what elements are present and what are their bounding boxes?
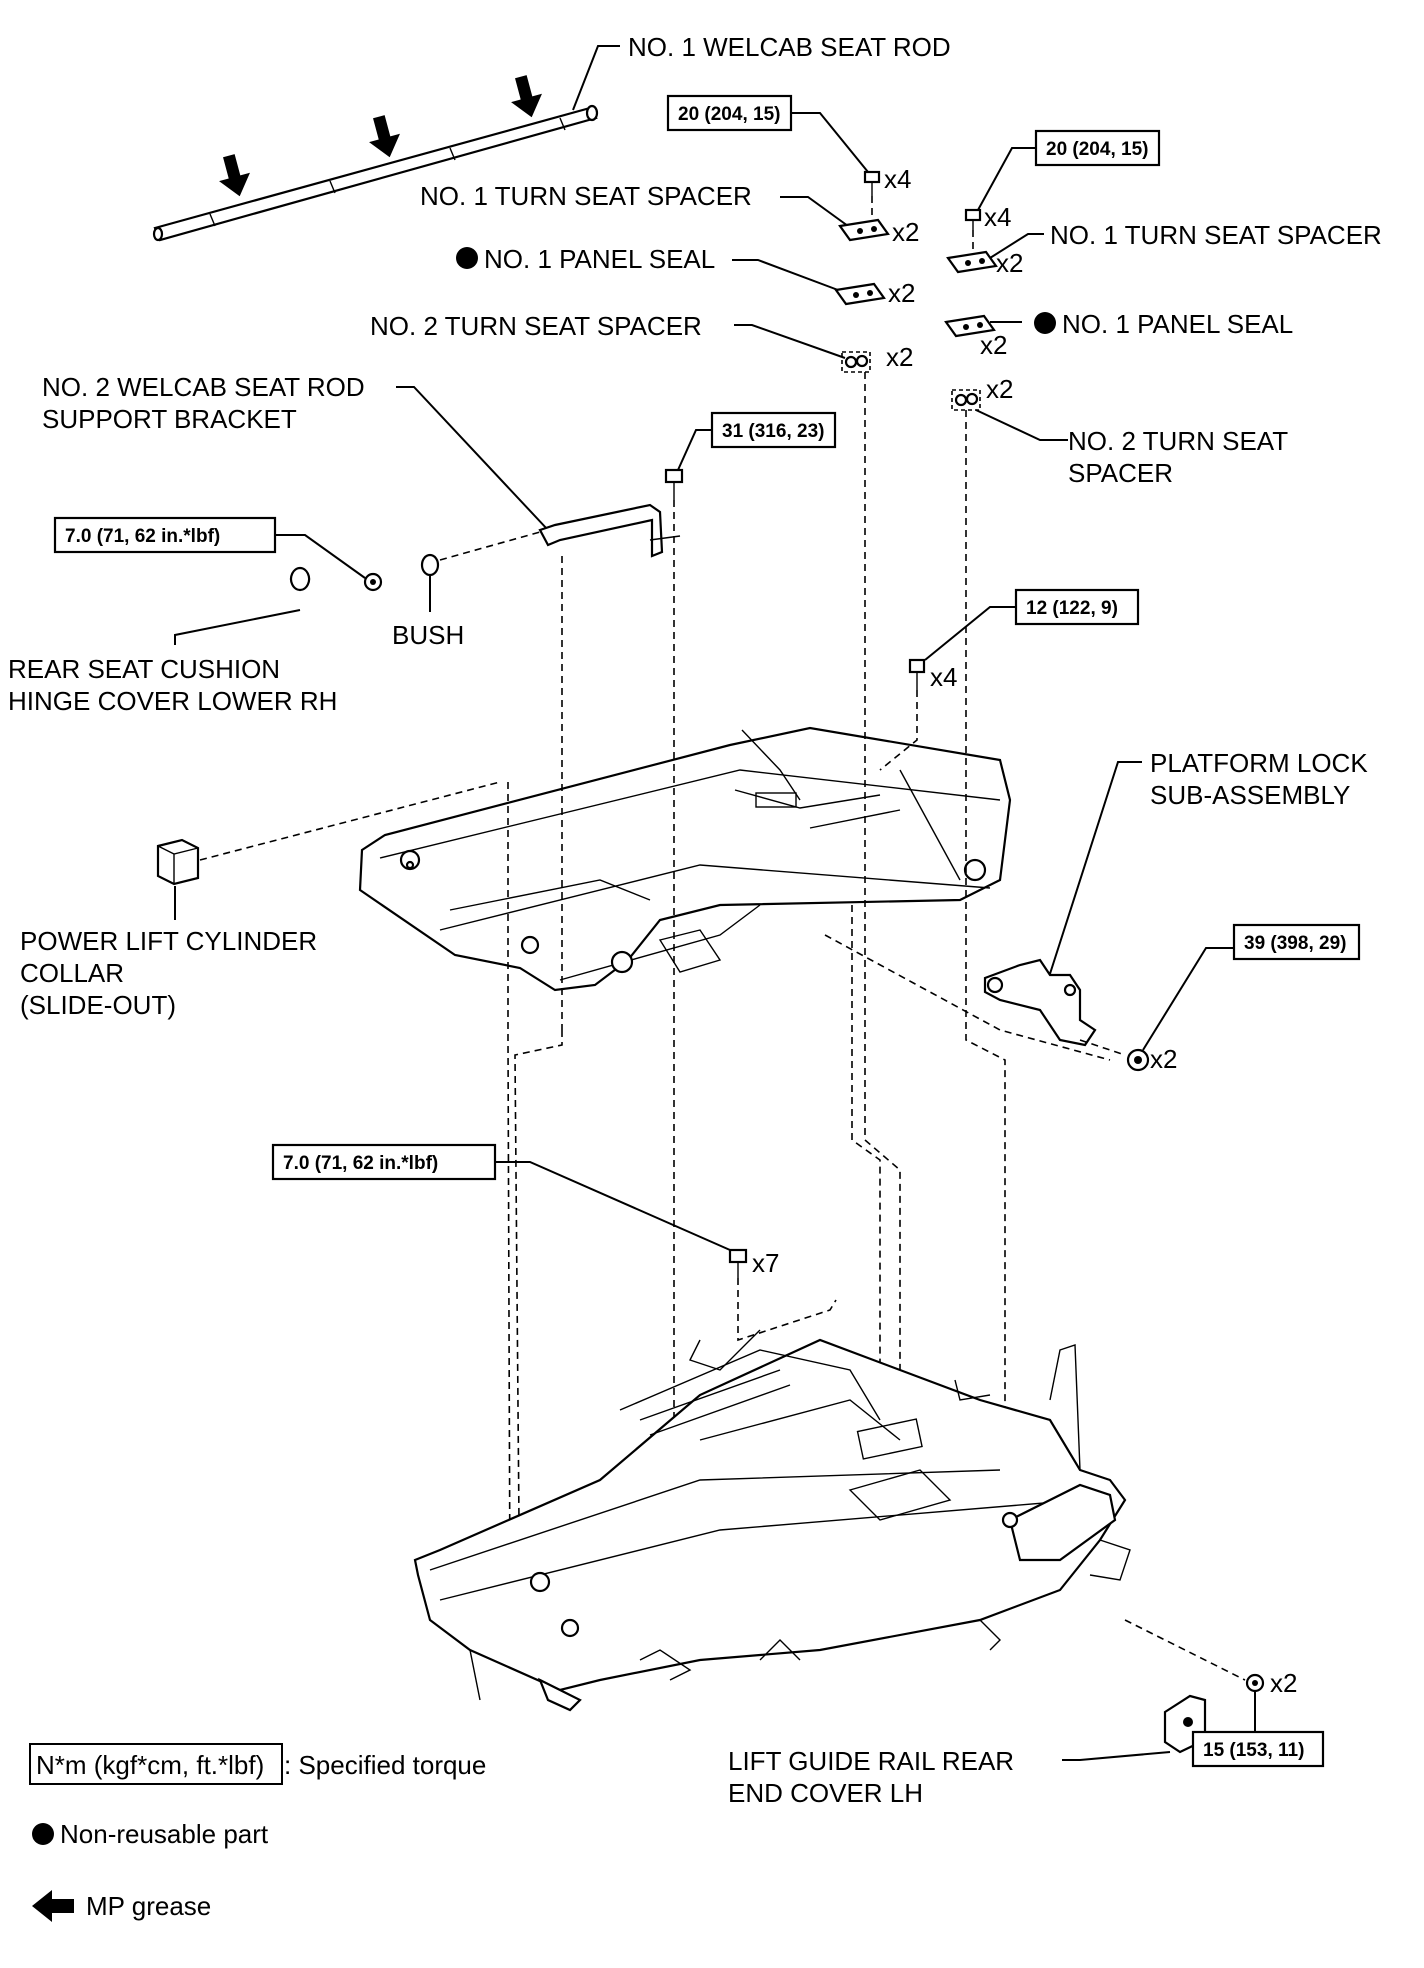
platform-lock-part — [983, 958, 1097, 1047]
bolt-icon — [664, 468, 684, 500]
turn-seat-spacer2-left — [841, 351, 871, 373]
torque-t1: 20 (204, 15) — [678, 104, 780, 125]
legend-grease: MP grease — [86, 1891, 211, 1921]
bolt-icon — [863, 170, 881, 196]
qty-spacer2-right: x2 — [986, 374, 1013, 404]
label-end-cover-1: LIFT GUIDE RAIL REAR — [728, 1746, 1014, 1776]
label-turn-spacer2-right-1: NO. 2 TURN SEAT — [1068, 426, 1288, 456]
label-turn-spacer2-left: NO. 2 TURN SEAT SPACER — [370, 311, 702, 341]
label-welcab-seat-rod: NO. 1 WELCAB SEAT ROD — [628, 32, 951, 62]
torque-t5: 12 (122, 9) — [1026, 598, 1118, 619]
torque-box-t6 — [1232, 923, 1361, 961]
label-rod-bracket-2: SUPPORT BRACKET — [42, 404, 297, 434]
qty-bolt-right-top: x4 — [984, 202, 1011, 232]
mp-grease-arrow-icon — [32, 1890, 74, 1922]
torque-t3: 31 (316, 23) — [722, 421, 824, 442]
bolt-icon — [964, 208, 982, 230]
hinge-cover-part — [289, 566, 311, 592]
mp-grease-arrow-icon — [219, 75, 542, 197]
legend-torque-box — [29, 1743, 283, 1785]
label-turn-spacer1-left: NO. 1 TURN SEAT SPACER — [420, 181, 752, 211]
torque-t6: 39 (398, 29) — [1244, 933, 1346, 954]
qty-seal-right: x2 — [980, 330, 1007, 360]
qty-bolt-left-top: x4 — [884, 164, 911, 194]
nonreusable-dot-icon — [32, 1823, 54, 1845]
rod-support-bracket — [538, 503, 681, 558]
label-panel-seal-right: NO. 1 PANEL SEAL — [1062, 309, 1293, 339]
nonreusable-dot-icon — [1034, 312, 1056, 334]
label-platform-lock-2: SUB-ASSEMBLY — [1150, 780, 1350, 810]
nut-icon — [363, 572, 383, 592]
torque-box-t5 — [1014, 588, 1140, 626]
label-collar-2: COLLAR — [20, 958, 124, 988]
torque-t7: 7.0 (71, 62 in.*lbf) — [283, 1153, 438, 1174]
qty-spacer1-right: x2 — [996, 248, 1023, 278]
legend-torque-text: : Specified torque — [284, 1750, 486, 1780]
turn-seat-spacer1-left — [838, 218, 890, 242]
turn-seat-spacer1-right — [946, 250, 998, 274]
lower-lift-frame — [413, 1329, 1131, 1712]
label-collar-1: POWER LIFT CYLINDER — [20, 926, 317, 956]
label-hinge-cover-2: HINGE COVER LOWER RH — [8, 686, 337, 716]
panel-seal-left — [834, 282, 886, 306]
label-turn-spacer1-right: NO. 1 TURN SEAT SPACER — [1050, 220, 1382, 250]
qty-bolt-15: x2 — [1270, 1668, 1297, 1698]
bolt-icon — [1126, 1048, 1150, 1072]
torque-box-t3 — [710, 411, 837, 449]
bolt-icon — [908, 658, 926, 690]
nonreusable-dot-icon — [456, 247, 478, 269]
welcab-seat-rod — [152, 104, 599, 242]
legend-torque-units: N*m (kgf*cm, ft.*lbf) — [36, 1750, 264, 1780]
label-turn-spacer2-right-2: SPACER — [1068, 458, 1173, 488]
bush-part — [420, 553, 440, 577]
bolt-icon — [728, 1248, 748, 1278]
qty-bolt-7: x7 — [752, 1248, 779, 1278]
label-rod-bracket-1: NO. 2 WELCAB SEAT ROD — [42, 372, 365, 402]
label-collar-3: (SLIDE-OUT) — [20, 990, 176, 1020]
torque-t4: 7.0 (71, 62 in.*lbf) — [65, 526, 220, 547]
qty-bolt-12: x4 — [930, 662, 957, 692]
bolt-icon — [1245, 1673, 1265, 1693]
label-end-cover-2: END COVER LH — [728, 1778, 923, 1808]
qty-bolt-39: x2 — [1150, 1044, 1177, 1074]
legend-nonreusable: Non-reusable part — [60, 1819, 269, 1849]
cylinder-collar-part — [156, 838, 200, 886]
legend: N*m (kgf*cm, ft.*lbf) : Specified torque… — [29, 1743, 486, 1922]
label-hinge-cover-1: REAR SEAT CUSHION — [8, 654, 280, 684]
turn-seat-spacer2-right — [951, 389, 981, 411]
qty-spacer2-left: x2 — [886, 342, 913, 372]
qty-seal-left: x2 — [888, 278, 915, 308]
label-panel-seal-left: NO. 1 PANEL SEAL — [484, 244, 715, 274]
label-platform-lock-1: PLATFORM LOCK — [1150, 748, 1368, 778]
qty-spacer1-left: x2 — [892, 217, 919, 247]
torque-t8: 15 (153, 11) — [1203, 1740, 1304, 1761]
label-bush: BUSH — [392, 620, 464, 650]
torque-box-t1 — [666, 94, 793, 132]
upper-platform-frame — [358, 726, 1012, 992]
torque-t2: 20 (204, 15) — [1046, 139, 1148, 160]
panel-seal-right — [944, 314, 996, 338]
torque-box-t8 — [1191, 1730, 1325, 1768]
